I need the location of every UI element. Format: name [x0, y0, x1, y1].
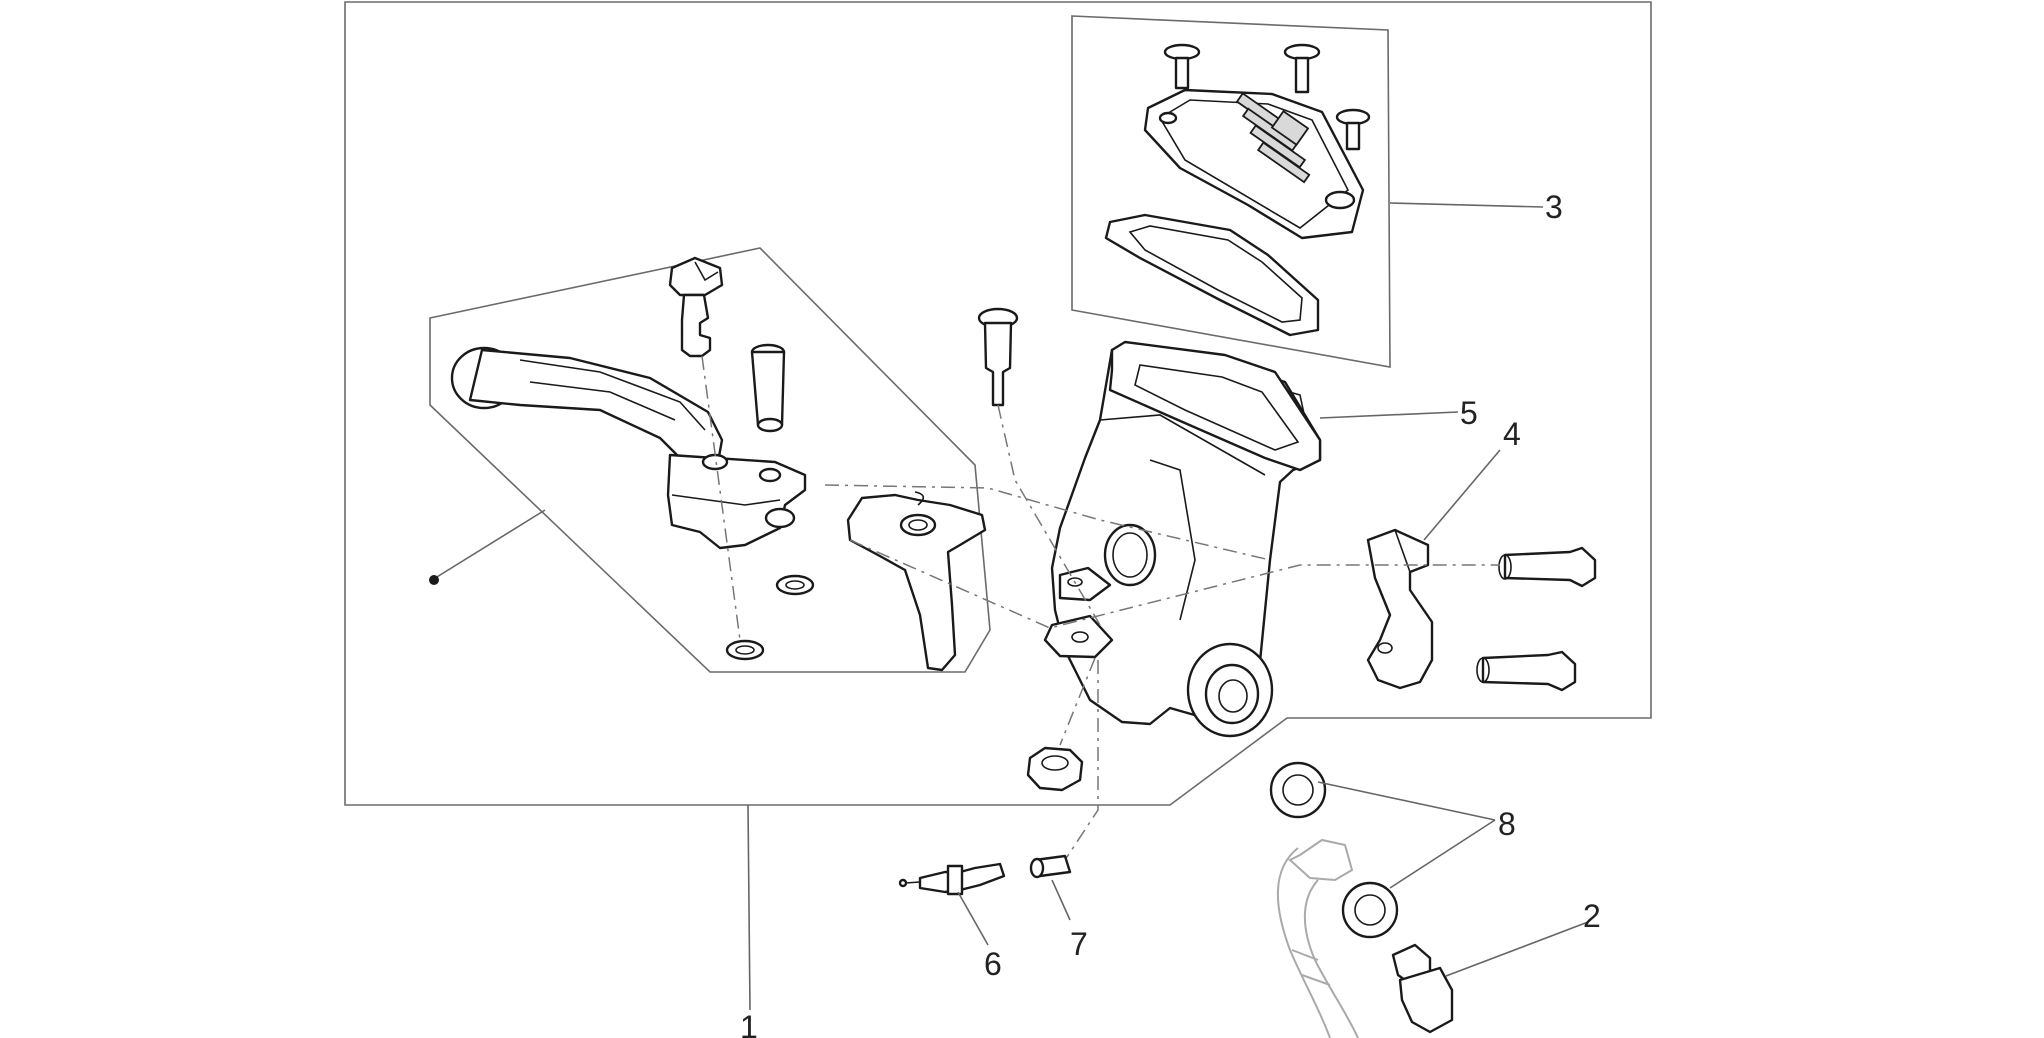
axis-line	[701, 355, 741, 641]
lever-carrier	[846, 491, 987, 672]
adjuster-knob	[668, 256, 724, 358]
leader-line-1	[747, 804, 751, 1011]
leader-line-5	[1319, 411, 1459, 419]
reservoir-gasket	[1104, 213, 1320, 337]
brake-lever	[450, 346, 807, 550]
axis-line	[849, 539, 1500, 629]
callout-8: 8	[1498, 806, 1516, 842]
axis-line	[1059, 657, 1096, 746]
lever-reference-dot	[429, 575, 439, 585]
leader-line-8a	[1317, 781, 1496, 821]
callout-1: 1	[740, 1009, 758, 1038]
callout-4: 4	[1503, 416, 1521, 452]
cap-screw	[1335, 108, 1371, 151]
pivot-pin	[750, 343, 786, 433]
cap-screw	[1163, 43, 1201, 90]
brake-hose	[1276, 838, 1359, 1038]
callout-3: 3	[1545, 189, 1563, 225]
leader-line-3	[1389, 202, 1544, 208]
leader-line-2	[1445, 921, 1589, 977]
handlebar-clamp	[1366, 528, 1434, 690]
reservoir-cap	[1143, 88, 1365, 240]
lever-subgroup-frame	[429, 247, 991, 673]
reservoir-seal	[1108, 340, 1322, 472]
callout-6: 6	[984, 946, 1002, 982]
banjo-bolt	[1391, 943, 1454, 1034]
callout-7: 7	[1070, 926, 1088, 962]
leader-line-6	[957, 891, 989, 946]
switch-pin	[1029, 854, 1072, 879]
assembly-frame	[344, 1, 1652, 806]
pivot-bolt	[977, 307, 1019, 407]
circlip	[775, 574, 815, 596]
leader-line-lever	[431, 509, 546, 581]
axis-line	[1064, 660, 1099, 861]
cap-screw	[1283, 43, 1321, 94]
callout-2: 2	[1583, 898, 1601, 934]
leader-line-7	[1051, 879, 1071, 921]
cap-lettering	[1235, 92, 1311, 184]
leader-line-8b	[1389, 819, 1496, 889]
clamp-bolt	[1476, 650, 1577, 692]
clamp-bolt	[1498, 546, 1597, 588]
locknut	[1026, 746, 1084, 792]
copper-washer	[1341, 881, 1399, 939]
circlip	[725, 639, 765, 661]
reservoir-cap-screws	[1163, 43, 1371, 151]
brake-light-switch	[898, 862, 1006, 896]
copper-washer	[1269, 761, 1327, 819]
callout-5: 5	[1460, 395, 1478, 431]
leader-line-4	[1423, 449, 1501, 541]
reservoir-cap-frame	[1071, 15, 1391, 368]
